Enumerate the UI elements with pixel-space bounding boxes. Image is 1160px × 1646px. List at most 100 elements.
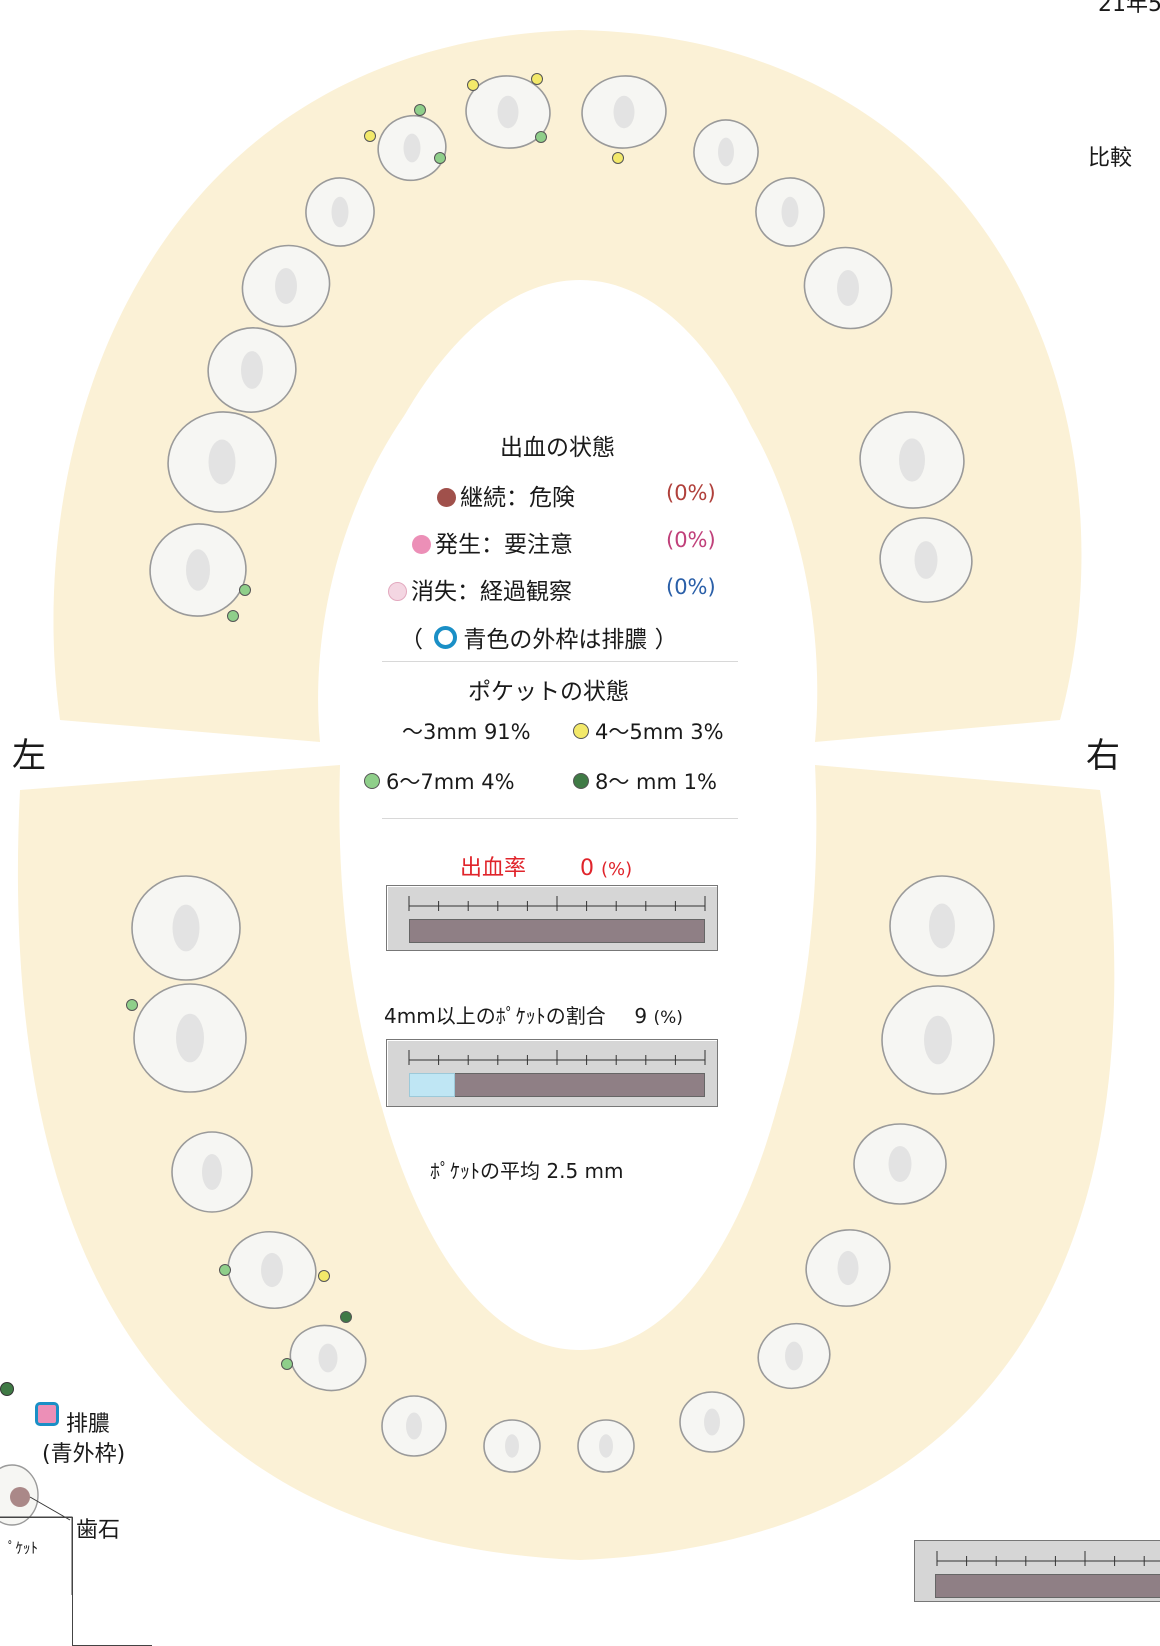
pocket-dot-6 xyxy=(612,152,624,164)
pocket-dot-5 xyxy=(434,152,446,164)
pocket-dot-3 xyxy=(414,104,426,116)
side-legend-pus-icon xyxy=(35,1402,59,1426)
tooth-lower-5-center xyxy=(318,1343,338,1373)
blue-ring-icon xyxy=(434,626,458,649)
tooth-upper-9-center xyxy=(241,351,263,389)
tooth-lower-9-center xyxy=(837,1250,859,1286)
date-fragment: 21年5 xyxy=(1098,0,1160,17)
tooth-lower-6-center xyxy=(929,903,955,949)
tooth-lower-3-center xyxy=(202,1154,222,1190)
pocket-4-5-label: 4〜5mm 3% xyxy=(595,720,724,744)
dental-arch-diagram xyxy=(0,30,1115,1560)
dark-green-dot-icon xyxy=(573,773,589,789)
bleeding-rate-value: 0 xyxy=(580,856,595,881)
pocket-ratio-value: 9 xyxy=(634,1004,648,1028)
bleeding-rate-label: 出血率 xyxy=(460,856,527,881)
bleeding-rate-scale xyxy=(408,896,706,911)
pocket-row-4-5mm: 4〜5mm 3% xyxy=(573,716,724,746)
resolved-dot-icon xyxy=(388,582,407,601)
pocket-ratio-unit: (%) xyxy=(653,1008,683,1028)
bleeding-rate-row: 出血率 0 (%) xyxy=(460,850,632,882)
pocket-dot-4 xyxy=(364,130,376,142)
bleeding-title: 出血の状態 xyxy=(500,435,615,461)
pocket-dot-7 xyxy=(239,584,251,596)
pocket-dot-1 xyxy=(531,73,543,85)
pus-note-row: （ 青色の外枠は排膿 ） xyxy=(400,620,678,654)
pocket-dot-0 xyxy=(467,79,479,91)
tooth-upper-4-center xyxy=(718,137,734,167)
pocket-dot-13 xyxy=(281,1358,293,1370)
legend-calculus-mark xyxy=(10,1487,30,1507)
pocket-row-6-7mm: 6〜7mm 4% xyxy=(364,766,515,796)
cropped-bar-bottom-right xyxy=(914,1540,1160,1602)
tooth-upper-12-center xyxy=(899,438,925,482)
pocket-dot-9 xyxy=(126,999,138,1011)
tooth-upper-3-center xyxy=(613,95,635,129)
bleeding-new-row: 発生：要注意 xyxy=(412,525,573,559)
pocket-average: ﾎﾟｹｯﾄの平均 2.5 mm xyxy=(430,1159,624,1183)
side-legend-pocket-fragment: ﾟｹｯﾄ xyxy=(8,1539,39,1557)
tooth-upper-10-center xyxy=(208,439,236,485)
legend-divider-1 xyxy=(382,661,738,662)
pocket-row-0-3mm: 〜3mm 91% xyxy=(402,716,531,746)
continued-label: 継続：危険 xyxy=(460,485,575,511)
tooth-upper-5-center xyxy=(331,196,349,228)
pocket-0-3-label: 〜3mm 91% xyxy=(402,720,531,744)
tooth-lower-11-center xyxy=(406,1412,422,1440)
tooth-upper-7-center xyxy=(275,268,297,304)
pocket-ratio-bar-fill xyxy=(409,1073,455,1097)
tooth-lower-7-center xyxy=(924,1015,952,1065)
resolved-label: 消失：経過観察 xyxy=(411,579,572,605)
continued-percent: (0%) xyxy=(666,481,716,505)
pus-note-open: （ xyxy=(400,627,423,653)
cropped-bar-track xyxy=(935,1574,1160,1598)
tooth-upper-13-center xyxy=(914,541,938,579)
legend-calculus-pointer xyxy=(29,1496,71,1521)
pocket-dot-2 xyxy=(535,131,547,143)
tooth-lower-8-center xyxy=(888,1146,912,1182)
pocket-row-8mm: 8〜 mm 1% xyxy=(573,766,717,796)
side-legend-calculus-label: 歯石 xyxy=(76,1518,121,1543)
resolved-percent: (0%) xyxy=(666,575,716,599)
bleeding-continued-row: 継続：危険 xyxy=(437,478,575,512)
bleeding-rate-bar xyxy=(386,885,718,951)
pocket-dot-10 xyxy=(219,1264,231,1276)
side-legend-frame-right xyxy=(72,1517,73,1645)
tooth-lower-10-center xyxy=(785,1341,803,1371)
pocket-ratio-label: 4mm以上のﾎﾟｹｯﾄの割合 xyxy=(384,1004,606,1028)
compare-fragment: 比較 xyxy=(1088,146,1133,171)
tooth-upper-2-center xyxy=(497,95,519,129)
side-legend-pus-sub: (青外枠) xyxy=(42,1442,126,1467)
tooth-lower-12-center xyxy=(505,1434,519,1458)
bleeding-resolved-row: 消失：経過観察 xyxy=(388,572,572,606)
tooth-upper-6-center xyxy=(781,196,799,228)
pocket-ratio-scale xyxy=(408,1050,706,1065)
pocket-6-7-label: 6〜7mm 4% xyxy=(386,770,515,794)
pocket-ratio-bar xyxy=(386,1039,718,1107)
tooth-upper-8-center xyxy=(837,270,859,306)
pocket-ratio-bar-track xyxy=(409,1073,705,1097)
tooth-lower-14-center xyxy=(704,1408,720,1436)
tooth-upper-11-center xyxy=(186,549,210,591)
new-dot-icon xyxy=(412,535,431,554)
pocket-8-label: 8〜 mm 1% xyxy=(595,770,717,794)
pocket-dot-12 xyxy=(340,1311,352,1323)
tooth-lower-4-center xyxy=(261,1252,283,1288)
pocket-dot-8 xyxy=(227,610,239,622)
tooth-lower-13-center xyxy=(599,1434,613,1458)
pocket-dot-11 xyxy=(318,1270,330,1282)
left-side-label: 左 xyxy=(12,736,46,776)
bleeding-rate-bar-track xyxy=(409,919,705,943)
pocket-ratio-row: 4mm以上のﾎﾟｹｯﾄの割合 9 (%) xyxy=(384,1000,683,1029)
pocket-title: ポケットの状態 xyxy=(468,679,629,705)
right-side-label: 右 xyxy=(1086,736,1120,776)
tooth-lower-2-center xyxy=(176,1013,204,1063)
side-legend-pus-label: 排膿 xyxy=(66,1412,111,1437)
bleeding-rate-unit: (%) xyxy=(601,859,633,880)
new-label: 発生：要注意 xyxy=(435,532,573,558)
side-legend-dark-green-dot-icon xyxy=(0,1382,14,1396)
green-dot-icon xyxy=(364,773,380,789)
side-legend-frame-top xyxy=(0,1517,73,1518)
continued-dot-icon xyxy=(437,488,456,507)
tooth-upper-1-center xyxy=(403,133,421,163)
